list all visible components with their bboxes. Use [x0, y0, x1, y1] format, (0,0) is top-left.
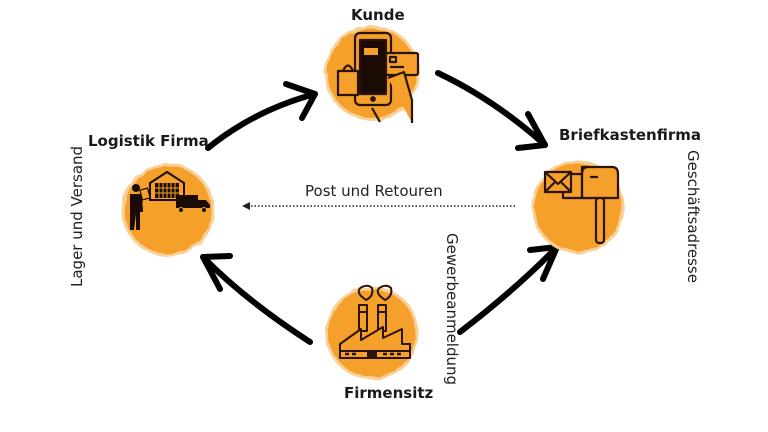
- smartphone-shopping-icon: [336, 31, 420, 123]
- post-retouren-label: Post und Retouren: [305, 182, 443, 200]
- gewerbeanmeldung-label: Gewerbeanmeldung: [443, 233, 461, 386]
- arrow-firmensitz-to-logistik: [200, 253, 313, 345]
- factory-icon: [339, 284, 411, 359]
- geschaeftsadresse-label: Geschäftsadresse: [684, 150, 702, 283]
- arrow-kunde-to-briefkasten: [435, 70, 548, 151]
- node-logistik: [121, 163, 215, 257]
- lager-versand-label: Lager und Versand: [68, 145, 86, 287]
- node-kunde: [324, 25, 420, 123]
- kunde-title: Kunde: [351, 6, 405, 24]
- node-firmensitz: [325, 284, 419, 380]
- arrow-firmensitz-to-briefkasten: [457, 244, 560, 335]
- mailbox-icon: [543, 165, 620, 245]
- warehouse-truck-icon: [130, 170, 210, 230]
- briefkasten-title: Briefkastenfirma: [559, 126, 701, 144]
- dotted-arrow-briefkasten-to-logistik: [242, 202, 515, 210]
- node-circle: [121, 163, 215, 257]
- node-briefkasten: [531, 160, 625, 254]
- firmensitz-title: Firmensitz: [344, 384, 434, 402]
- arrow-logistik-to-kunde: [205, 81, 318, 151]
- logistik-title: Logistik Firma: [88, 132, 209, 150]
